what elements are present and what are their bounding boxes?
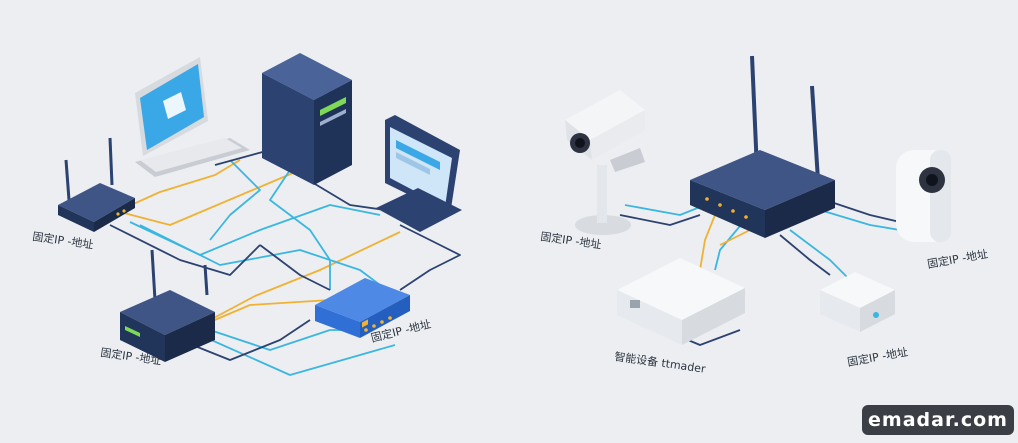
cable bbox=[210, 330, 360, 350]
cable bbox=[210, 160, 260, 240]
wifi-router-main bbox=[690, 56, 835, 238]
cable bbox=[825, 200, 900, 222]
smart-device-label: 智能设备 ttmader bbox=[614, 349, 707, 376]
cable bbox=[110, 225, 260, 275]
hub-label: 固定IP -地址 bbox=[846, 345, 909, 369]
cable bbox=[620, 215, 700, 225]
cable bbox=[700, 215, 715, 270]
security-camera bbox=[565, 90, 645, 235]
cable bbox=[625, 205, 705, 215]
cable bbox=[715, 220, 745, 270]
server-tower bbox=[262, 53, 352, 185]
home-camera bbox=[896, 150, 951, 242]
watermark: emadar.com bbox=[862, 405, 1014, 435]
smart-device-box bbox=[617, 258, 745, 345]
cable bbox=[120, 165, 305, 225]
cable bbox=[790, 230, 850, 280]
smart-hub bbox=[820, 272, 895, 332]
cable bbox=[400, 225, 460, 290]
wifi-router-left bbox=[58, 138, 135, 232]
laptop bbox=[135, 57, 250, 177]
home-camera-label: 固定IP -地址 bbox=[926, 247, 989, 271]
cable bbox=[130, 205, 380, 255]
desktop-monitor bbox=[376, 115, 462, 232]
left-router-label: 固定IP -地址 bbox=[32, 229, 95, 251]
